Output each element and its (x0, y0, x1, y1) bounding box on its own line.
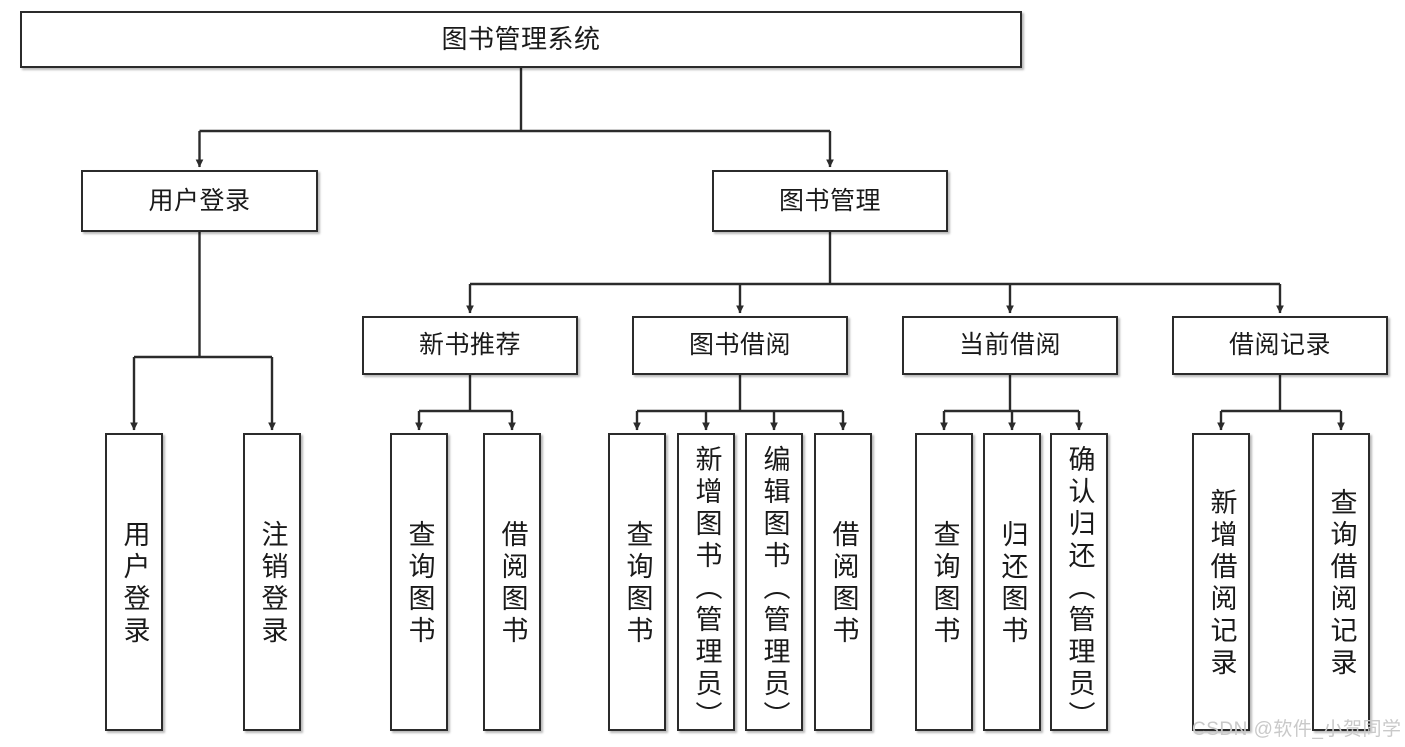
node-label: 查询图书 (404, 520, 435, 648)
node-current[interactable]: 当前借阅 (902, 316, 1118, 375)
node-n-query[interactable]: 查询图书 (390, 433, 448, 731)
node-label: 确认归还（管理员） (1064, 445, 1095, 733)
node-label: 图书借阅 (688, 331, 791, 359)
node-b-query[interactable]: 查询图书 (608, 433, 666, 731)
node-label: 归还图书 (997, 520, 1028, 648)
node-b-edit[interactable]: 编辑图书（管理员） (745, 433, 803, 733)
node-label: 查询借阅记录 (1326, 488, 1357, 680)
node-login[interactable]: 用户登录 (81, 170, 318, 232)
node-root[interactable]: 图书管理系统 (20, 11, 1022, 68)
node-newbook[interactable]: 新书推荐 (362, 316, 578, 375)
node-label: 借阅图书 (497, 520, 528, 648)
node-c-return[interactable]: 归还图书 (983, 433, 1041, 731)
node-c-query[interactable]: 查询图书 (915, 433, 973, 731)
csdn-watermark: CSDN @软件_小贺同学 (1192, 719, 1402, 740)
node-label: 查询图书 (622, 520, 653, 648)
node-record[interactable]: 借阅记录 (1172, 316, 1388, 375)
node-n-borrow[interactable]: 借阅图书 (483, 433, 541, 731)
node-label: 借阅图书 (828, 520, 859, 648)
node-c-confirm[interactable]: 确认归还（管理员） (1050, 433, 1108, 733)
node-borrow[interactable]: 图书借阅 (632, 316, 848, 375)
node-label: 新增借阅记录 (1206, 488, 1237, 680)
node-bookmgmt[interactable]: 图书管理 (712, 170, 948, 232)
node-label: 编辑图书（管理员） (759, 445, 790, 733)
node-label: 借阅记录 (1228, 331, 1331, 359)
node-b-add[interactable]: 新增图书（管理员） (677, 433, 735, 733)
node-label: 图书管理系统 (441, 24, 601, 55)
node-label: 注销登录 (257, 520, 288, 648)
node-l-logout[interactable]: 注销登录 (243, 433, 301, 731)
node-label: 图书管理 (778, 186, 881, 215)
node-label: 查询图书 (929, 520, 960, 648)
node-label: 当前借阅 (958, 331, 1061, 359)
node-label: 用户登录 (119, 520, 150, 648)
node-b-lend[interactable]: 借阅图书 (814, 433, 872, 731)
node-label: 新书推荐 (418, 331, 521, 359)
node-l-login[interactable]: 用户登录 (105, 433, 163, 731)
node-r-query[interactable]: 查询借阅记录 (1312, 433, 1370, 731)
node-r-add[interactable]: 新增借阅记录 (1192, 433, 1250, 731)
node-label: 用户登录 (148, 186, 251, 215)
node-label: 新增图书（管理员） (691, 445, 722, 733)
